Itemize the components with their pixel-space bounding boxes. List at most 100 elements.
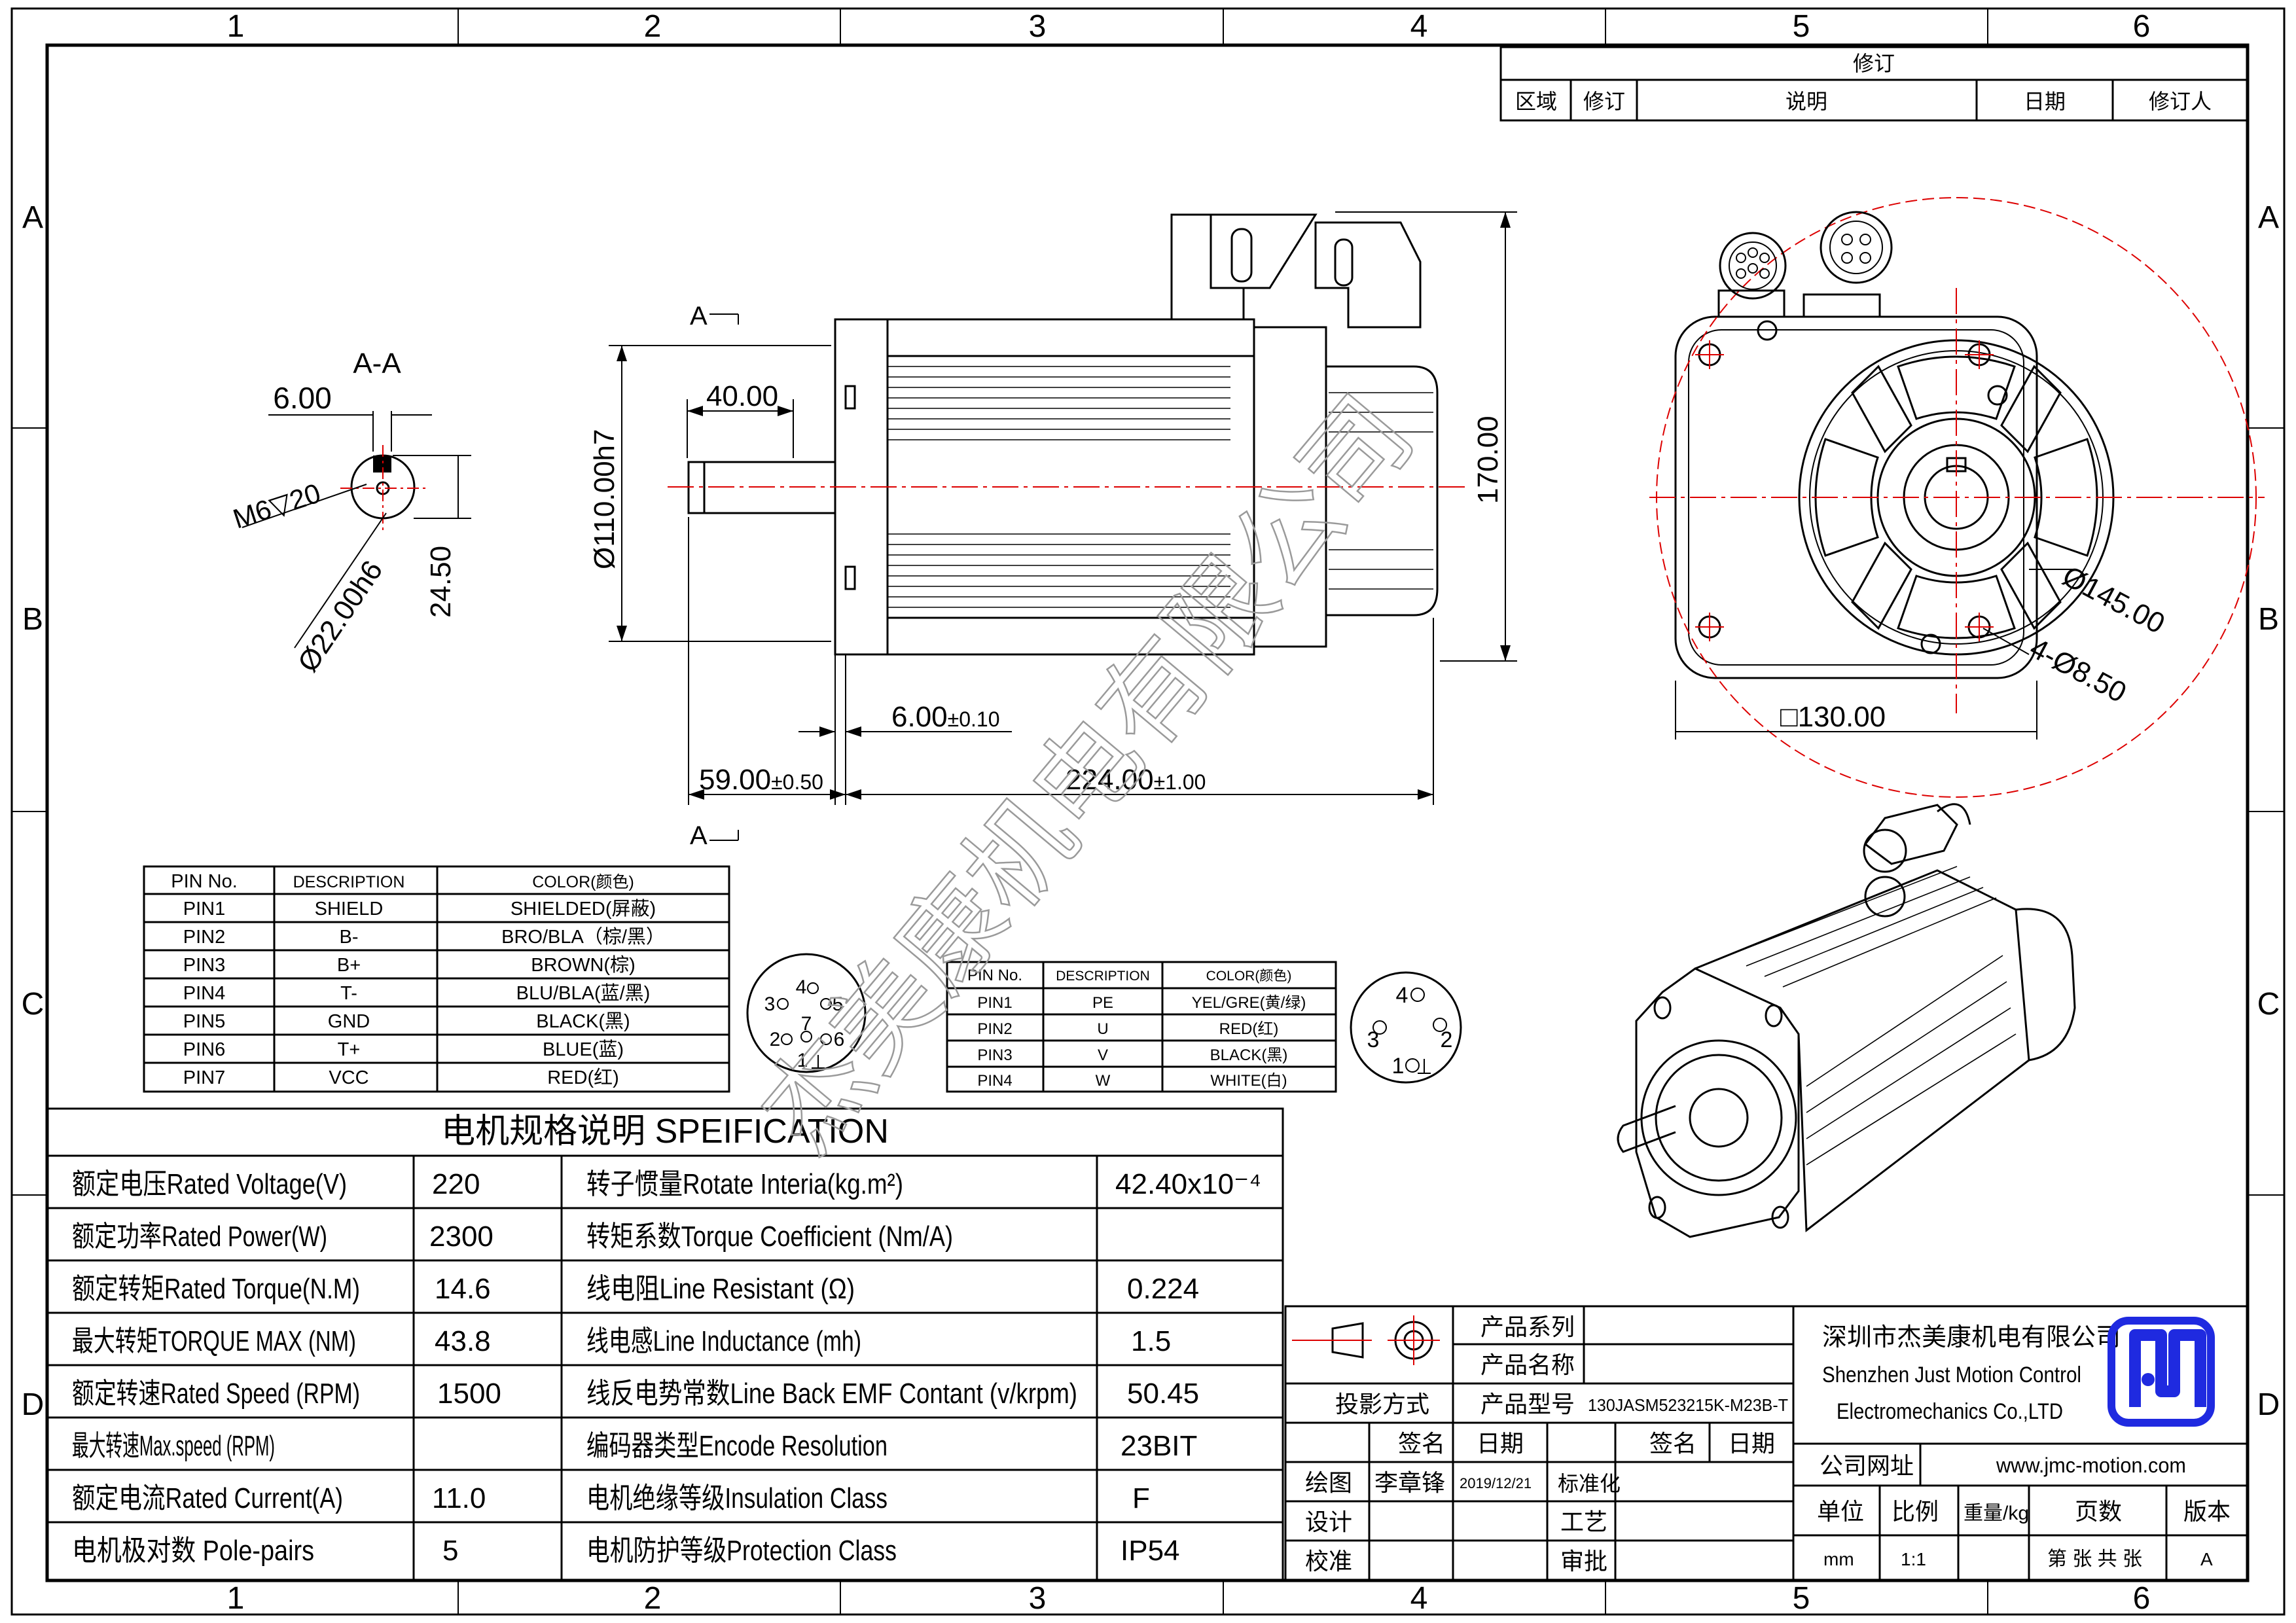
version-value: A <box>2200 1549 2213 1569</box>
product-name-label: 产品名称 <box>1480 1351 1575 1378</box>
row-label: C <box>2257 987 2280 1022</box>
col-label: 2 <box>644 1581 662 1616</box>
spec-label: 线反电势常数Line Back EMF Contant (v/krpm) <box>586 1378 1077 1410</box>
spec-value: 0.224 <box>1127 1273 1199 1305</box>
drawer-name: 李章锋 <box>1374 1469 1445 1496</box>
pin-cell: PIN2 <box>977 1020 1012 1038</box>
pages-value: 第 张 共 张 <box>2047 1548 2142 1570</box>
row-label: A <box>22 200 43 235</box>
pin-cell: PIN1 <box>977 994 1012 1012</box>
pin-cell: PE <box>1092 994 1113 1012</box>
revision-title: 修订 <box>1853 52 1895 75</box>
pin-header: COLOR(颜色) <box>1206 969 1292 984</box>
title-block: 投影方式 产品系列 产品名称 产品型号 130JASM523215K-M23B-… <box>1284 1305 2249 1581</box>
pin-cell: RED(红) <box>547 1067 619 1088</box>
check-label: 校准 <box>1305 1548 1352 1575</box>
iso-body <box>1695 869 2030 1232</box>
revision-header: 区域 <box>1515 90 1557 113</box>
section-label: A-A <box>353 348 401 380</box>
pages-label: 页数 <box>2075 1498 2122 1525</box>
pin-cell: PIN2 <box>183 927 225 948</box>
spec-label: 额定功率Rated Power(W) <box>72 1221 327 1253</box>
key-width-dim: 6.00 <box>273 381 332 415</box>
square-size-dim: □130.00 <box>1780 701 1886 733</box>
pin-cell: BLACK(黑) <box>536 1011 630 1032</box>
spec-table: 电机规格说明 SPEIFICATION 额定电压Rated Voltage(V)… <box>46 1107 1284 1581</box>
revision-header: 日期 <box>2024 90 2066 113</box>
row-label: C <box>22 987 45 1022</box>
craft-label: 工艺 <box>1560 1508 1607 1535</box>
frame-labels: 1 2 3 4 5 6 1 2 3 4 5 6 A B C D A B C D <box>22 9 2280 1616</box>
pin-number: 4 <box>1396 983 1408 1008</box>
pin-header: DESCRIPTION <box>293 873 405 891</box>
watermark: 杰美康机电有限公司 <box>739 376 1435 1173</box>
pin-cell: RED(红) <box>1219 1020 1279 1038</box>
key-height-dim: 24.50 <box>425 546 457 618</box>
side-view: A A <box>609 211 1517 850</box>
spec-value: 1.5 <box>1131 1325 1171 1357</box>
unit-value: mm <box>1823 1549 1854 1569</box>
spec-label: 最大转矩TORQUE MAX (NM) <box>72 1325 356 1357</box>
pin-cell: T+ <box>338 1039 361 1060</box>
pin-cell: BLUE(蓝) <box>543 1039 624 1060</box>
spec-label: 转矩系数Torque Coefficient (Nm/A) <box>586 1221 953 1253</box>
encoder-cap <box>1325 365 1439 616</box>
pin-number: 3 <box>1367 1027 1380 1052</box>
flange-thickness-dim: 6.00±0.10 <box>891 701 999 733</box>
pin-number: 2 <box>1441 1027 1453 1052</box>
product-model-label: 产品型号 <box>1480 1391 1575 1418</box>
height-dim: 170.00 <box>1472 416 1504 504</box>
spec-value: 23BIT <box>1121 1430 1197 1462</box>
spec-label: 电机防护等级Protection Class <box>586 1535 897 1567</box>
col-label: 2 <box>644 9 662 44</box>
spec-value: 5 <box>442 1535 458 1567</box>
spec-value: 1500 <box>437 1378 501 1410</box>
pin-cell: B+ <box>337 955 361 976</box>
pin-cell: PIN7 <box>183 1067 225 1088</box>
row-label: B <box>2258 602 2279 637</box>
front-view <box>1649 197 2265 798</box>
spec-label: 最大转速Max.speed (RPM) <box>72 1430 275 1462</box>
pin-header: DESCRIPTION <box>1056 969 1150 984</box>
row-label: D <box>22 1387 45 1422</box>
pin-cell: B- <box>340 927 359 948</box>
company-name-cn: 深圳市杰美康机电有限公司 <box>1822 1324 2121 1351</box>
sign-header-2: 签名 <box>1649 1430 1696 1457</box>
company-name-en-1: Shenzhen Just Motion Control <box>1822 1363 2081 1387</box>
company-logo <box>2108 1317 2215 1427</box>
pin-cell: V <box>1098 1046 1108 1064</box>
col-label: 1 <box>227 9 245 44</box>
encoder-pin-table: PIN No. DESCRIPTION COLOR(颜色) PIN1 SHIEL… <box>143 865 730 1093</box>
isometric-motor-view <box>1617 803 2076 1238</box>
mount-holes-dim: 4-Ø8.50 <box>2024 632 2131 709</box>
revision-header: 修订人 <box>2149 90 2212 113</box>
pin-cell: PIN6 <box>183 1039 225 1060</box>
revision-header: 修订 <box>1583 90 1625 113</box>
power-connector-pinout: 4 3 2 1 <box>1350 971 1462 1084</box>
power-pin-table: PIN No. DESCRIPTION COLOR(颜色) PIN1 PE YE… <box>946 961 1337 1093</box>
pin-cell: GND <box>328 1011 370 1032</box>
row-label: A <box>2258 200 2279 235</box>
pin-cell: VCC <box>329 1067 368 1088</box>
standard-label: 标准化 <box>1558 1472 1621 1495</box>
pin-number: 1 <box>797 1050 808 1071</box>
col-label: 5 <box>1793 1581 1810 1616</box>
iso-flange <box>1635 967 1800 1238</box>
pin-cell: BLU/BLA(蓝/黑) <box>516 982 651 1004</box>
col-label: 3 <box>1029 1581 1047 1616</box>
col-label: 3 <box>1029 9 1047 44</box>
projection-label: 投影方式 <box>1335 1391 1429 1418</box>
revision-table: 修订 区域 修订 说明 日期 修订人 <box>1499 46 2249 122</box>
power-plug-face <box>1820 211 1893 284</box>
spec-label: 额定电流Rated Current(A) <box>72 1482 343 1514</box>
unit-label: 单位 <box>1817 1498 1864 1525</box>
shaft-key-length-dim: 40.00 <box>706 380 778 412</box>
website-label: 公司网址 <box>1820 1452 1914 1479</box>
scale-value: 1:1 <box>1901 1549 1926 1569</box>
pin-header: COLOR(颜色) <box>532 873 634 891</box>
col-label: 6 <box>2133 1581 2151 1616</box>
pin-number: 4 <box>796 976 807 998</box>
revision-header: 说明 <box>1785 90 1827 113</box>
pin-cell: W <box>1096 1072 1111 1090</box>
product-model-value: 130JASM523215K-M23B-T <box>1588 1395 1788 1415</box>
